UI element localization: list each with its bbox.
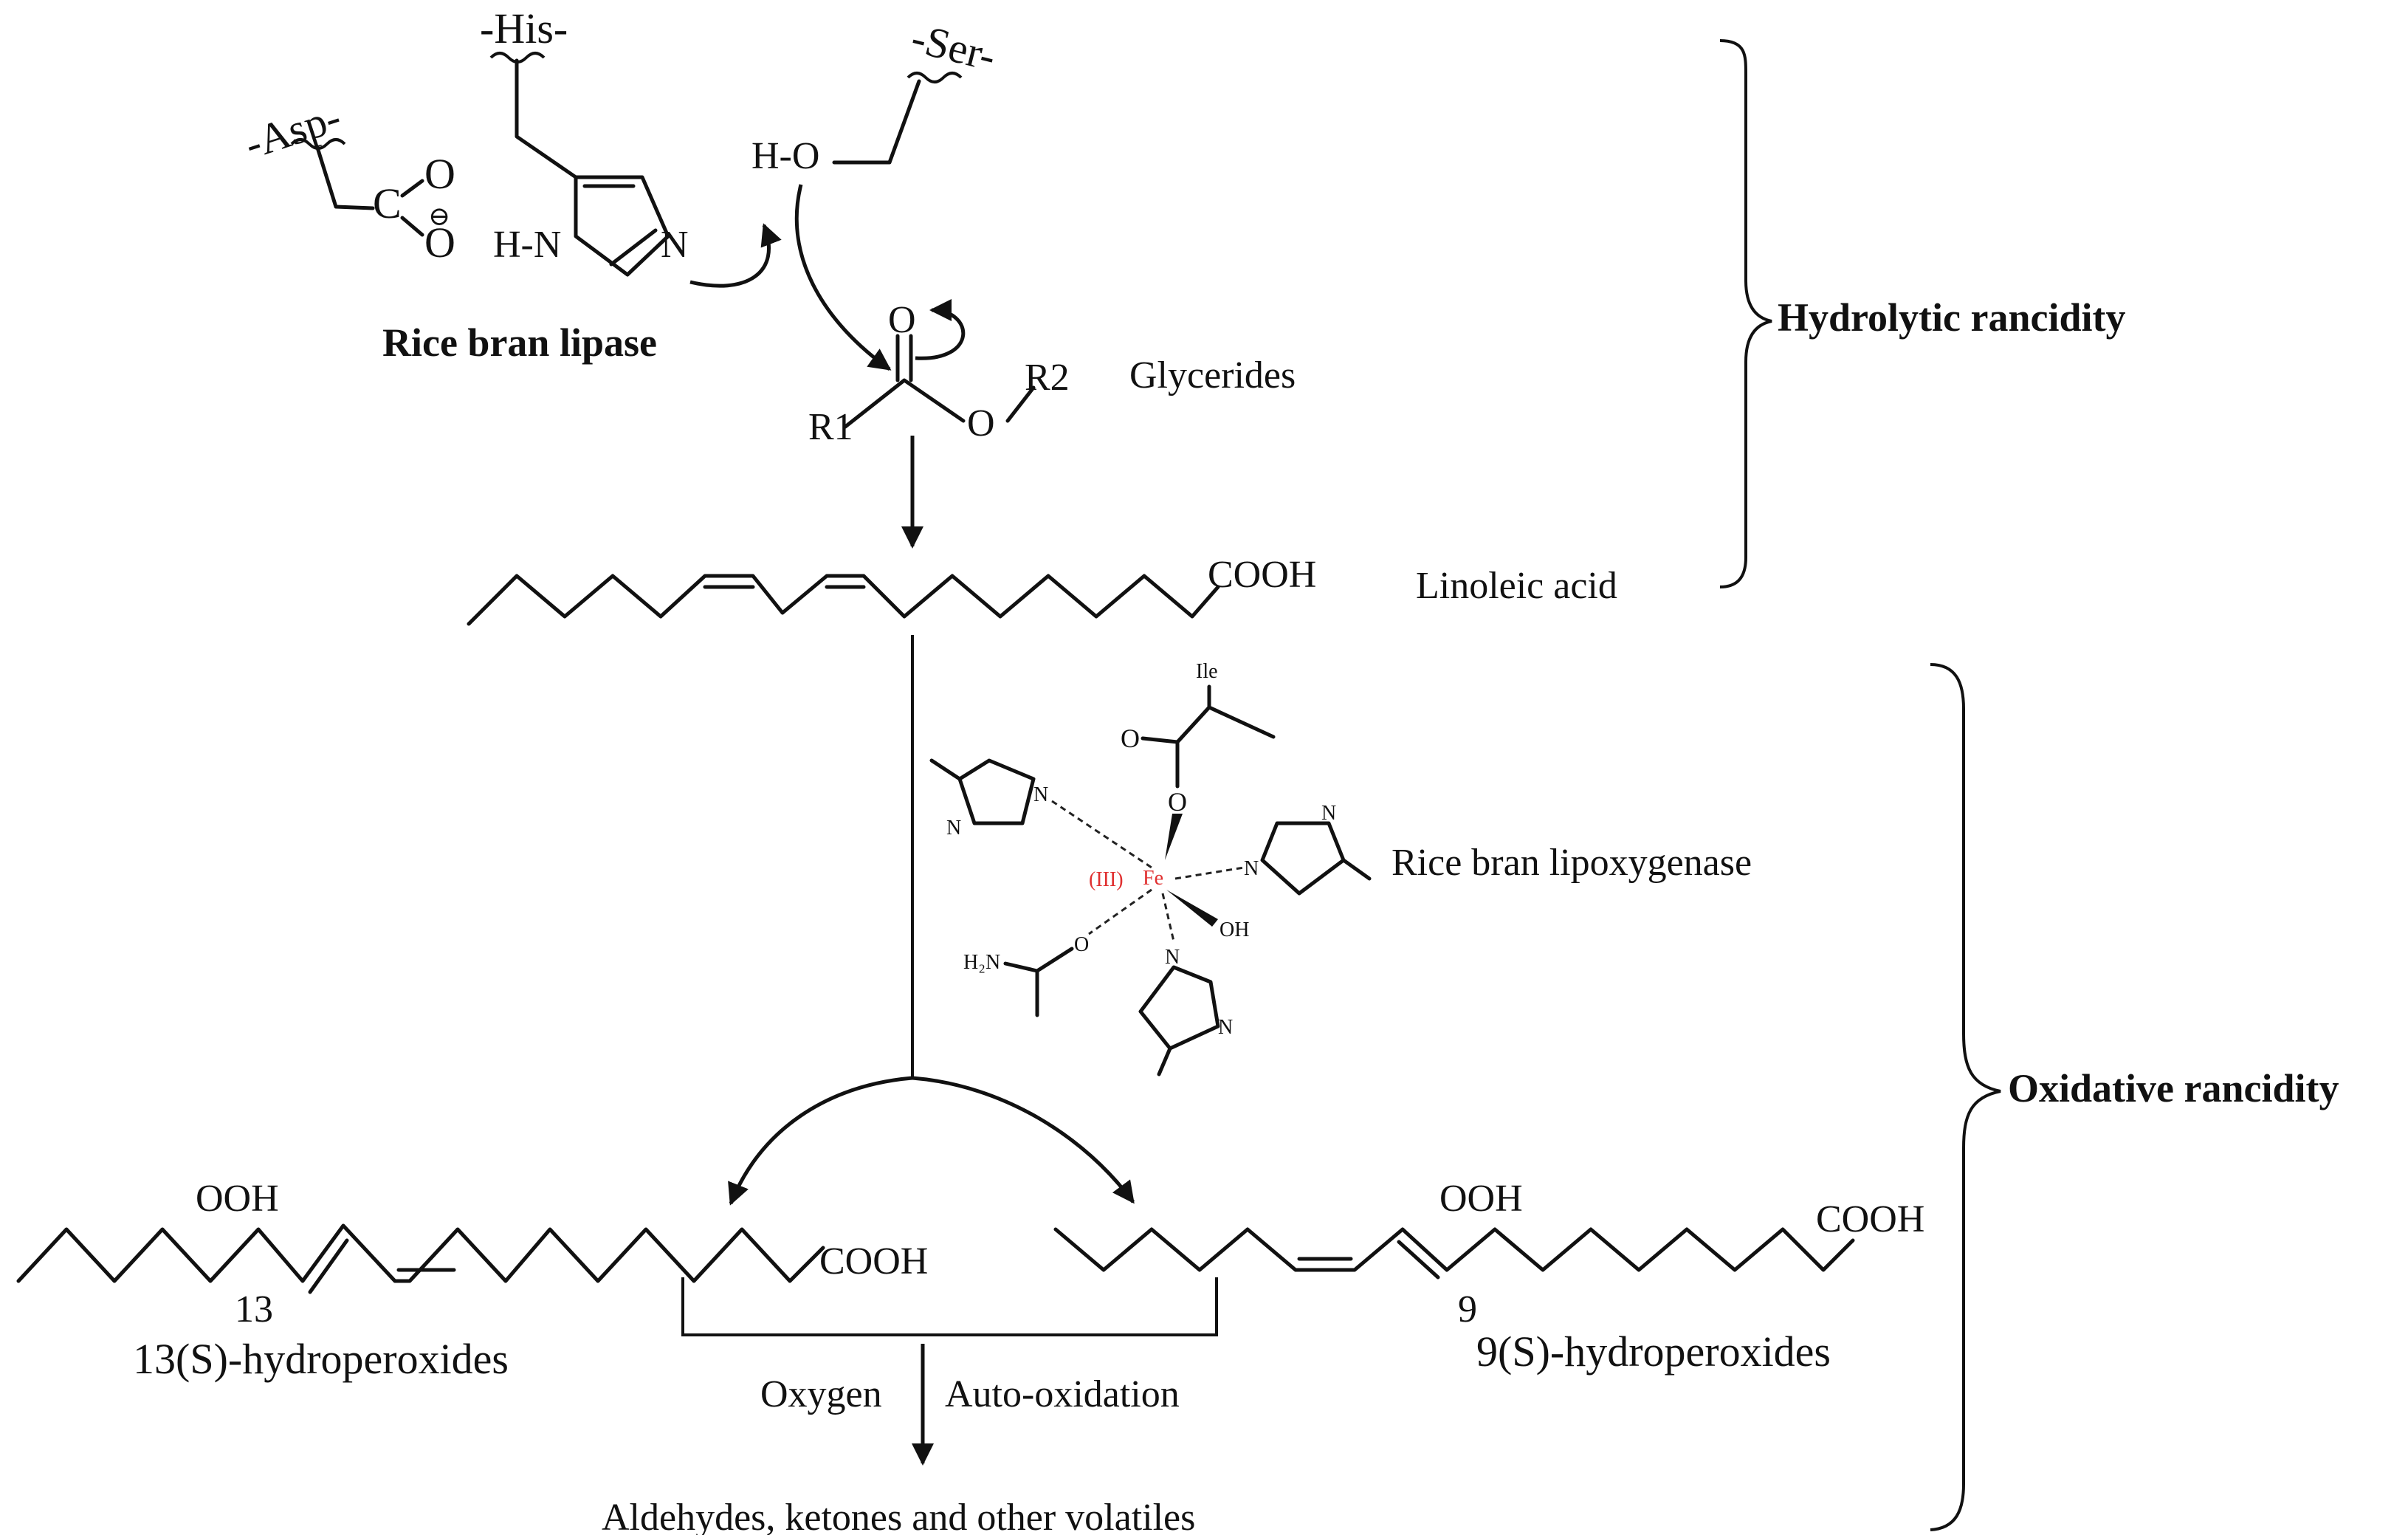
lox-imidazole-bottom	[1138, 965, 1220, 1051]
lipase-active-site: -Asp- C O O ⊖ -His- H-N N -Ser- H-O Rice…	[239, 4, 1000, 371]
linoleic-acid-name: Linoleic acid	[1416, 565, 1617, 607]
fe-n5-dashed	[1161, 893, 1175, 942]
fe-center: Fe	[1143, 867, 1163, 890]
lox-n1: N	[1033, 783, 1048, 806]
lox-hydroxyl: OH	[1220, 918, 1249, 941]
13-hydroperoxide-name: 13(S)-hydroperoxides	[133, 1335, 509, 1383]
his-label: -His-	[480, 4, 568, 52]
glyceride-carbonyl	[895, 334, 913, 382]
fe-n3-dashed	[1174, 866, 1245, 880]
lipoxygenase-active-site: Ile O O N N (III) Fe N N OH O H₂N N	[929, 660, 1752, 1076]
lipoxygenase-name: Rice bran lipoxygenase	[1392, 842, 1752, 884]
asp-bond	[315, 145, 375, 210]
lox-amine: H₂N	[963, 951, 1000, 974]
fe-amide-dashed	[1088, 888, 1152, 935]
imidazole-double-bond-2	[609, 228, 658, 267]
lox-amide-bond	[1003, 947, 1074, 1017]
13-hydroperoxide-double-1	[308, 1238, 349, 1294]
linoleic-chain	[467, 574, 1220, 626]
arrow-to-9-hydroperoxide	[912, 1076, 1135, 1204]
13-hydroperoxide-structure: OOH COOH 13 13(S)-hydroperoxides	[16, 1178, 928, 1383]
his-ch2-bond	[515, 58, 578, 179]
ser-bond	[832, 79, 921, 165]
lox-ester-double	[1141, 736, 1180, 744]
9-cooh: COOH	[1816, 1198, 1924, 1240]
carboxylate-carbon: C	[373, 179, 402, 227]
linoleic-cooh: COOH	[1208, 554, 1316, 596]
lox-n5: N	[1165, 946, 1180, 969]
imidazole-nh: H-N	[493, 224, 561, 266]
glyceride-r2: R2	[1025, 357, 1070, 399]
arrow-to-13-hydroperoxide	[728, 1076, 913, 1206]
final-products-label: Aldehydes, ketones and other volatiles	[602, 1497, 1195, 1535]
ile-label: Ile	[1196, 660, 1218, 683]
lox-imidazole-left-methyl	[929, 758, 962, 781]
lox-n6: N	[1218, 1016, 1233, 1039]
13-ooh: OOH	[196, 1178, 279, 1220]
linoleic-acid-structure: COOH Linoleic acid	[467, 554, 1617, 626]
lox-imidazole-right-methyl	[1341, 858, 1372, 881]
ser-wavy-bond	[907, 72, 963, 83]
glyceride-carbonyl-oxygen: O	[888, 299, 916, 341]
lox-imidazole-bottom-methyl	[1157, 1046, 1172, 1076]
lox-n3: N	[1244, 857, 1259, 880]
hydrolytic-rancidity-label: Hydrolytic rancidity	[1778, 295, 2125, 340]
lox-n2: N	[946, 817, 961, 839]
auto-oxidation-label: Auto-oxidation	[945, 1373, 1180, 1415]
carbonyl-arrow	[915, 299, 966, 360]
lox-ester-oxygen: O	[1168, 787, 1187, 817]
fe-oh-wedge	[1166, 890, 1218, 927]
fe-oxidation-state: (III)	[1089, 868, 1124, 891]
oxidative-rancidity-brace: Oxidative rancidity	[1930, 663, 2339, 1531]
lipase-name: Rice bran lipase	[382, 320, 657, 365]
carboxylate-charge: ⊖	[428, 202, 450, 231]
fe-n1-dashed	[1051, 800, 1152, 869]
lox-imidazole-right	[1260, 821, 1346, 896]
imidazole-n: N	[661, 224, 689, 266]
hydrolytic-brace	[1719, 39, 1772, 588]
lox-carbonyl-oxygen: O	[1121, 724, 1140, 753]
carboxylate-bonds	[400, 179, 424, 237]
9-hydroperoxide-structure: OOH COOH 9 9(S)-hydroperoxides	[1053, 1178, 1924, 1376]
9-position: 9	[1458, 1288, 1477, 1330]
13-hydroperoxide-chain	[16, 1223, 825, 1283]
glycerides-name: Glycerides	[1129, 354, 1296, 396]
lox-amide-oxygen: O	[1074, 933, 1089, 956]
serine-hydroxyl: H-O	[751, 135, 819, 177]
lox-imidazole-left	[957, 758, 1036, 825]
serine-attack-arrow	[794, 184, 892, 371]
oxidative-rancidity-label: Oxidative rancidity	[2008, 1066, 2339, 1110]
oxygen-label: Oxygen	[760, 1373, 882, 1415]
glyceride-ester-oxygen: O	[967, 402, 995, 444]
carboxylate-oxygen-top: O	[424, 150, 455, 198]
imidazole-ring	[574, 175, 670, 277]
glyceride-r1: R1	[808, 406, 853, 448]
9-hydroperoxide-name: 9(S)-hydroperoxides	[1476, 1328, 1831, 1376]
lox-n4: N	[1321, 802, 1336, 825]
hydrolytic-rancidity-brace: Hydrolytic rancidity	[1719, 39, 2125, 588]
carboxylate-oxygen-bottom: O	[424, 219, 455, 267]
13-position: 13	[235, 1288, 273, 1330]
9-ooh: OOH	[1439, 1178, 1523, 1220]
histidine-to-serine-arrow	[689, 223, 782, 288]
fe-o-wedge	[1165, 814, 1183, 860]
13-cooh: COOH	[819, 1240, 928, 1282]
ile-bond	[1175, 684, 1276, 744]
9-hydroperoxide-double-2	[1397, 1240, 1440, 1280]
9-hydroperoxide-chain	[1053, 1227, 1855, 1272]
glyceride-backbone	[843, 378, 1036, 429]
oxidative-brace	[1930, 663, 2001, 1531]
asp-label: -Asp-	[239, 92, 347, 168]
ser-label: -Ser-	[907, 13, 1000, 80]
products-bracket	[681, 1277, 1218, 1336]
glyceride-structure: O R1 O R2 Glycerides	[808, 299, 1296, 448]
